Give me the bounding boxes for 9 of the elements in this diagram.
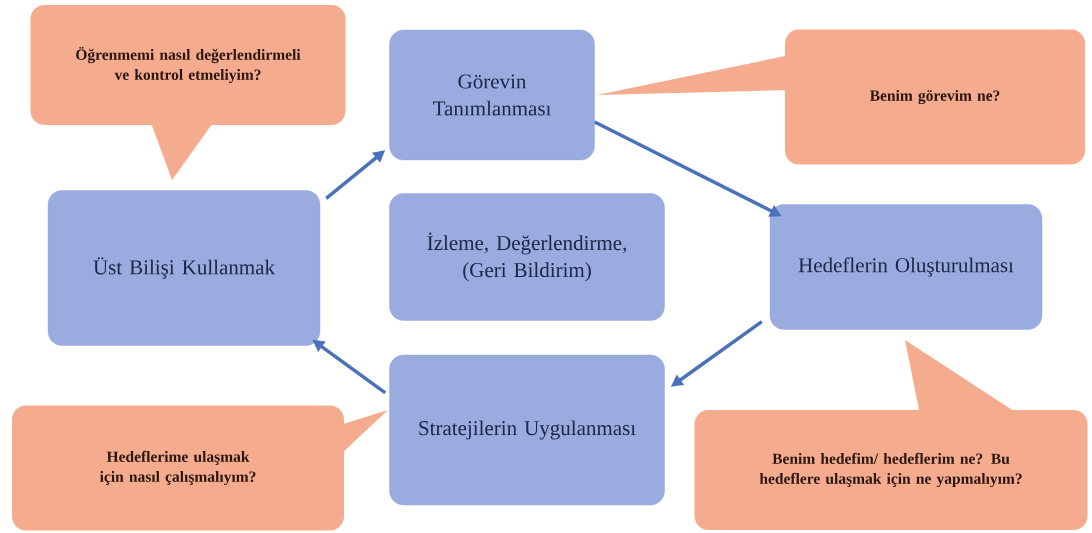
process-box: Stratejilerin Uygulanması bbox=[389, 354, 665, 506]
process-box: İzleme, Değerlendirme, (Geri Bildirim) bbox=[389, 193, 665, 321]
speech-bubble: Hedeflerime ulaşmak için nasıl çalışmalıyım? bbox=[12, 405, 388, 531]
speech-bubble: Benim hedefim/ hedeflerim ne? Bu hedeflere ulaşmak için ne yapmalıyım? bbox=[694, 340, 1088, 530]
speech-bubble: Benim görevim ne? bbox=[597, 29, 1085, 165]
process-box: Üst Bilişi Kullanmak bbox=[47, 190, 321, 346]
process-box: Görevin Tanımlanması bbox=[389, 29, 595, 161]
speech-bubble: Öğrenmemi nasıl değerlendirmeli ve kontrol etmeliyim? bbox=[30, 5, 346, 180]
process-box: Hedeflerin Oluşturulması bbox=[769, 204, 1043, 330]
